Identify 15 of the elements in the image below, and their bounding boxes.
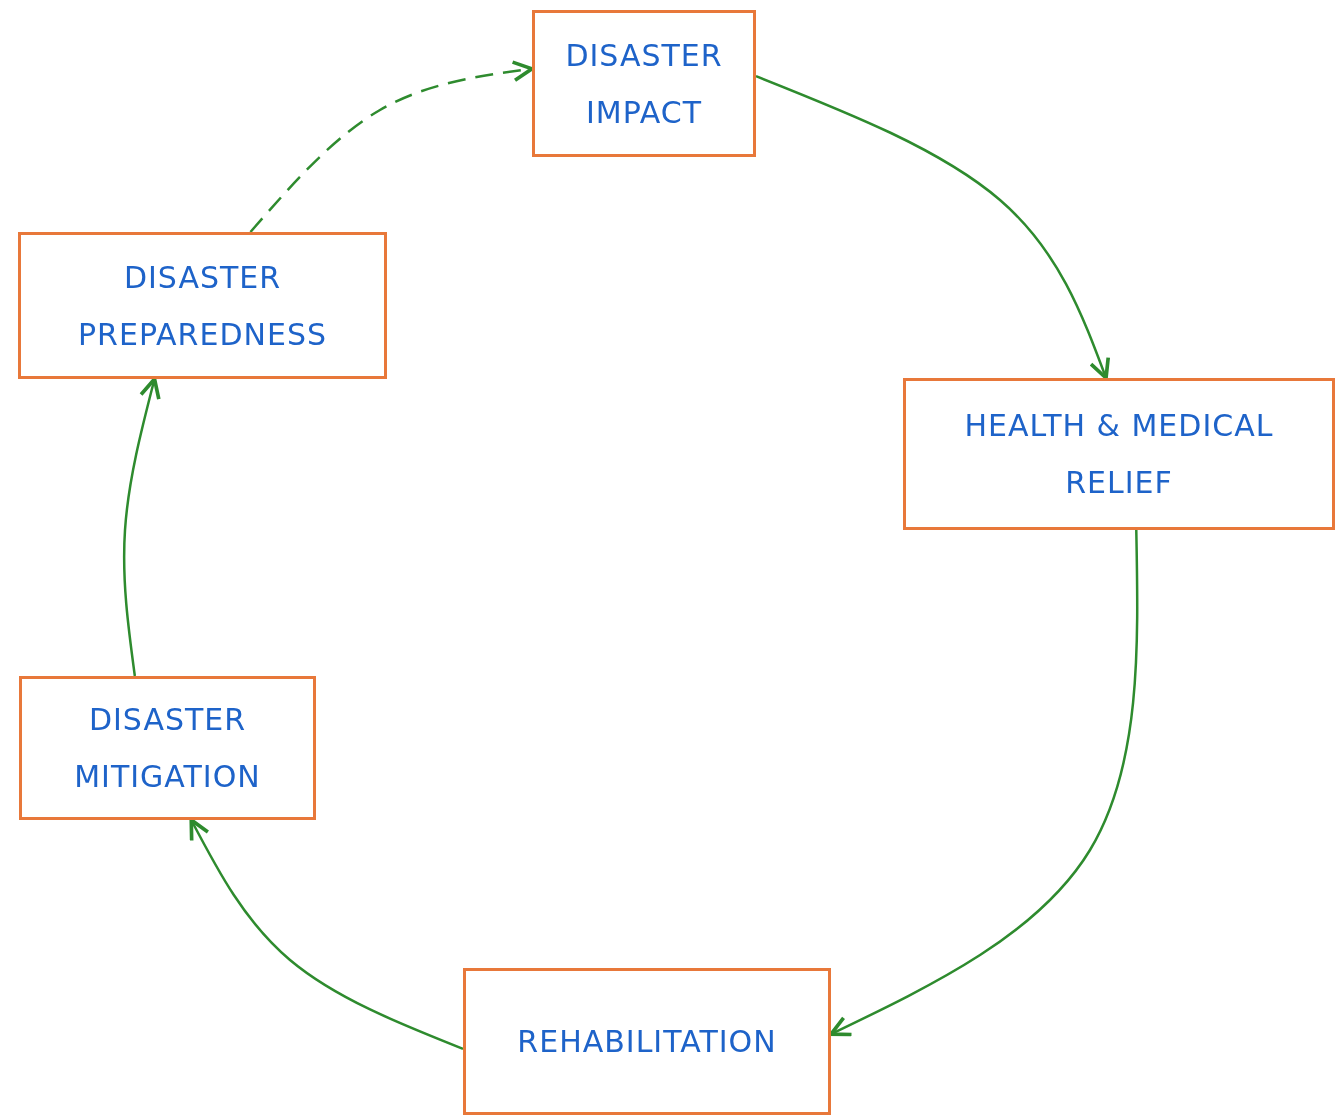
arrow xyxy=(249,60,534,233)
process-box xyxy=(463,968,831,1115)
process-box xyxy=(18,232,387,379)
step-label: DISASTER MITIGATION xyxy=(73,701,262,796)
arrow xyxy=(829,529,1139,1037)
step-label: REHABILITATION xyxy=(517,1023,777,1061)
step-label: DISASTER PREPAREDNESS xyxy=(77,258,328,354)
process-box xyxy=(19,676,316,820)
arrow xyxy=(122,377,161,677)
arrow xyxy=(189,818,464,1050)
step-label: DISASTER IMPACT xyxy=(564,36,724,132)
step-label: HEALTH & MEDICAL RELIEF xyxy=(963,407,1275,502)
process-box xyxy=(903,378,1335,530)
arrow xyxy=(755,75,1110,380)
process-box xyxy=(532,10,756,157)
